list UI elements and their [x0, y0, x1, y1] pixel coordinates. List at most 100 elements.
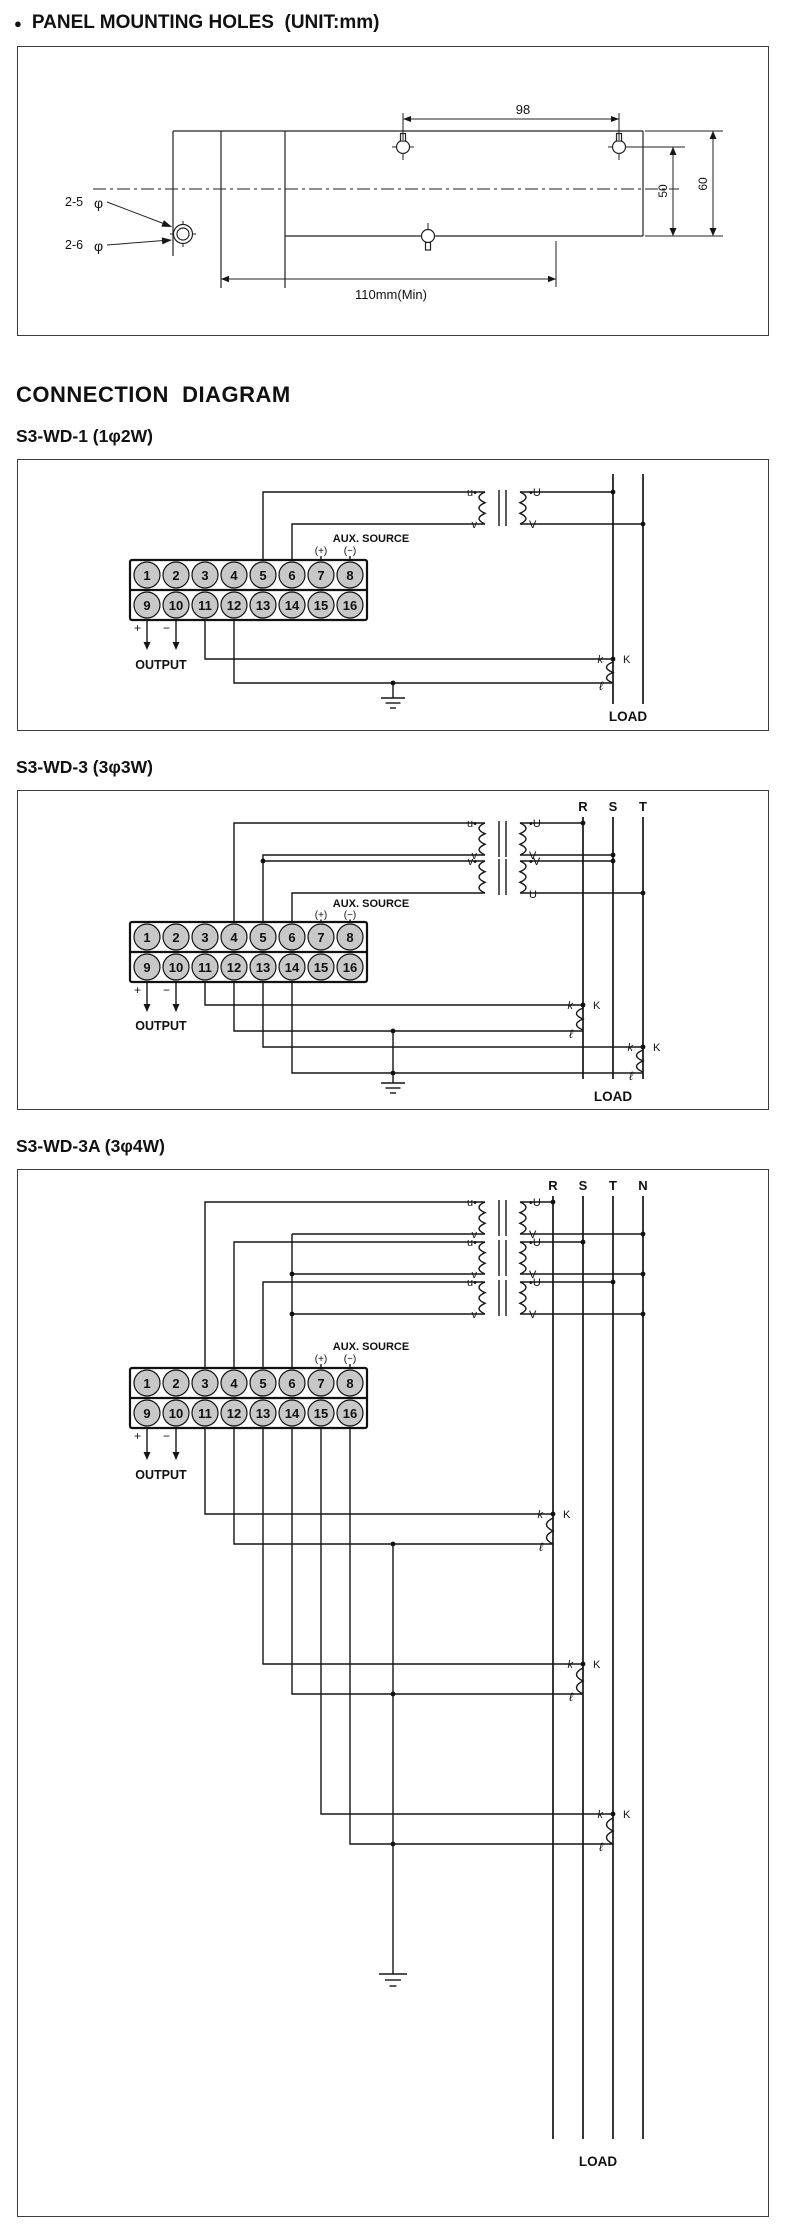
terminal-number: 15 [314, 598, 328, 613]
ct1-k-big-label: K [593, 1000, 601, 1012]
phase-r-label: R [548, 1178, 558, 1193]
diagram-3-svg: R S T N u• v •U V [128, 1178, 648, 2169]
voltage-wiring [204, 1199, 646, 1368]
terminal-number: 10 [169, 1406, 183, 1421]
terminal: 16 [336, 953, 364, 981]
terminal-number: 9 [143, 598, 150, 613]
terminal: 10 [162, 953, 190, 981]
terminal: 11 [191, 953, 219, 981]
phase-t-label: T [639, 799, 647, 814]
pt1-secondary-top-label: •U [529, 1197, 541, 1209]
aux-source: AUX. SOURCE (+) (−) [315, 1341, 409, 1368]
pt2-secondary-bottom-label: U [529, 889, 537, 901]
ground-symbol [379, 1541, 407, 1987]
ct2-k-big-label: K [653, 1042, 661, 1054]
terminal-number: 3 [201, 1376, 208, 1391]
terminal-number: 5 [259, 930, 266, 945]
pt3-secondary-top-label: •U [529, 1277, 541, 1289]
current-transformer-2: k K ℓ [262, 1428, 601, 1704]
diagram-1-heading: S3-WD-1 (1φ2W) [16, 426, 153, 446]
ct1-k-small-label: k [538, 1509, 544, 1521]
terminal-number: 12 [227, 960, 241, 975]
phi-symbol: φ [94, 195, 103, 211]
terminal-number: 2 [172, 1376, 179, 1391]
aux-minus-label: (−) [344, 546, 357, 557]
ct1-k-small-label: k [568, 1000, 574, 1012]
terminal: 15 [307, 953, 335, 981]
terminal: 14 [278, 591, 306, 619]
terminal: 8 [336, 1369, 364, 1397]
mounting-frame: 98 50 60 [17, 46, 769, 336]
dimension-98: 98 [402, 102, 620, 140]
terminal: 14 [278, 953, 306, 981]
terminal: 9 [133, 1399, 161, 1427]
pt-primary-bottom-label: v [472, 519, 478, 531]
pt1-primary-bottom-label: v [472, 850, 478, 862]
terminal: 15 [307, 591, 335, 619]
terminal: 10 [162, 1399, 190, 1427]
terminal-number: 13 [256, 1406, 270, 1421]
phase-labels: R S T [578, 799, 647, 814]
terminal: 12 [220, 591, 248, 619]
terminal-number: 7 [317, 568, 324, 583]
terminal-number: 3 [201, 930, 208, 945]
pt-transformer-3: u• v •U V [467, 1277, 541, 1321]
terminal: 6 [278, 1369, 306, 1397]
dimension-110: 110mm(Min) [220, 241, 557, 302]
terminal-number: 8 [346, 568, 353, 583]
output-section: + − OUTPUT [134, 982, 187, 1033]
current-transformer: k K ℓ [204, 620, 631, 693]
ct2-k-big-label: K [593, 1659, 601, 1671]
panel-outline [172, 130, 644, 288]
terminal: 7 [307, 923, 335, 951]
terminal: 5 [249, 1369, 277, 1397]
terminal-number: 4 [230, 930, 238, 945]
terminal-number: 7 [317, 1376, 324, 1391]
load-label: LOAD [609, 709, 647, 724]
mounting-drawing: 98 50 60 [65, 102, 723, 302]
terminal-number: 8 [346, 930, 353, 945]
terminal-block: 1 2 3 4 5 6 7 8 9 10 11 12 13 14 15 16 [128, 1366, 369, 1430]
aux-source-label: AUX. SOURCE [333, 898, 409, 910]
ct-l-label: ℓ [599, 679, 604, 693]
power-lines [612, 474, 644, 704]
pt1-primary-bottom-label: v [472, 1229, 478, 1241]
terminal: 8 [336, 923, 364, 951]
terminal: 3 [191, 1369, 219, 1397]
pt-secondary-bottom-label: V [529, 519, 537, 531]
page-title-text: PANEL MOUNTING HOLES (UNIT:mm) [31, 12, 380, 33]
output-plus-label: + [134, 1429, 141, 1443]
bullet-marker: ● [14, 15, 22, 31]
diagram-2-frame: R S T u• v •U V [17, 790, 769, 1110]
pt1-secondary-bottom-label: V [529, 850, 537, 862]
terminal-number: 6 [288, 568, 295, 583]
ct3-l-label: ℓ [599, 1840, 604, 1854]
terminal-number: 14 [285, 1406, 300, 1421]
terminal: 2 [162, 1369, 190, 1397]
terminal: 16 [336, 1399, 364, 1427]
terminal-number: 4 [230, 568, 238, 583]
pt-transformer-2: u• v •U V [467, 1237, 541, 1281]
terminal-number: 1 [143, 930, 150, 945]
pt-primary-top-label: u• [467, 487, 477, 499]
terminal: 14 [278, 1399, 306, 1427]
terminal-number: 2 [172, 568, 179, 583]
hole-label-2-5: 2-5 [65, 195, 83, 209]
output-minus-label: − [163, 1429, 170, 1443]
terminal: 6 [278, 561, 306, 589]
pt2-secondary-top-label: •V [529, 856, 541, 868]
phase-s-label: S [579, 1178, 588, 1193]
terminal-number: 1 [143, 1376, 150, 1391]
manual-page: ● PANEL MOUNTING HOLES (UNIT:mm) [0, 12, 790, 2217]
terminal-block: 1 2 3 4 5 6 7 8 9 10 11 12 13 14 15 16 [128, 920, 369, 984]
dim-110-label: 110mm(Min) [355, 287, 427, 302]
ct-k-small-label: k [598, 654, 604, 666]
diagram-1-svg: u• v •U V AUX. SOURCE (+) (−) [128, 474, 647, 724]
power-lines [552, 1196, 644, 2139]
terminal-number: 9 [143, 960, 150, 975]
terminal: 11 [191, 1399, 219, 1427]
dimension-50: 50 [627, 146, 685, 236]
ct3-k-big-label: K [623, 1809, 631, 1821]
aux-source: AUX. SOURCE (+) (−) [315, 533, 409, 560]
terminal-number: 15 [314, 1406, 328, 1421]
